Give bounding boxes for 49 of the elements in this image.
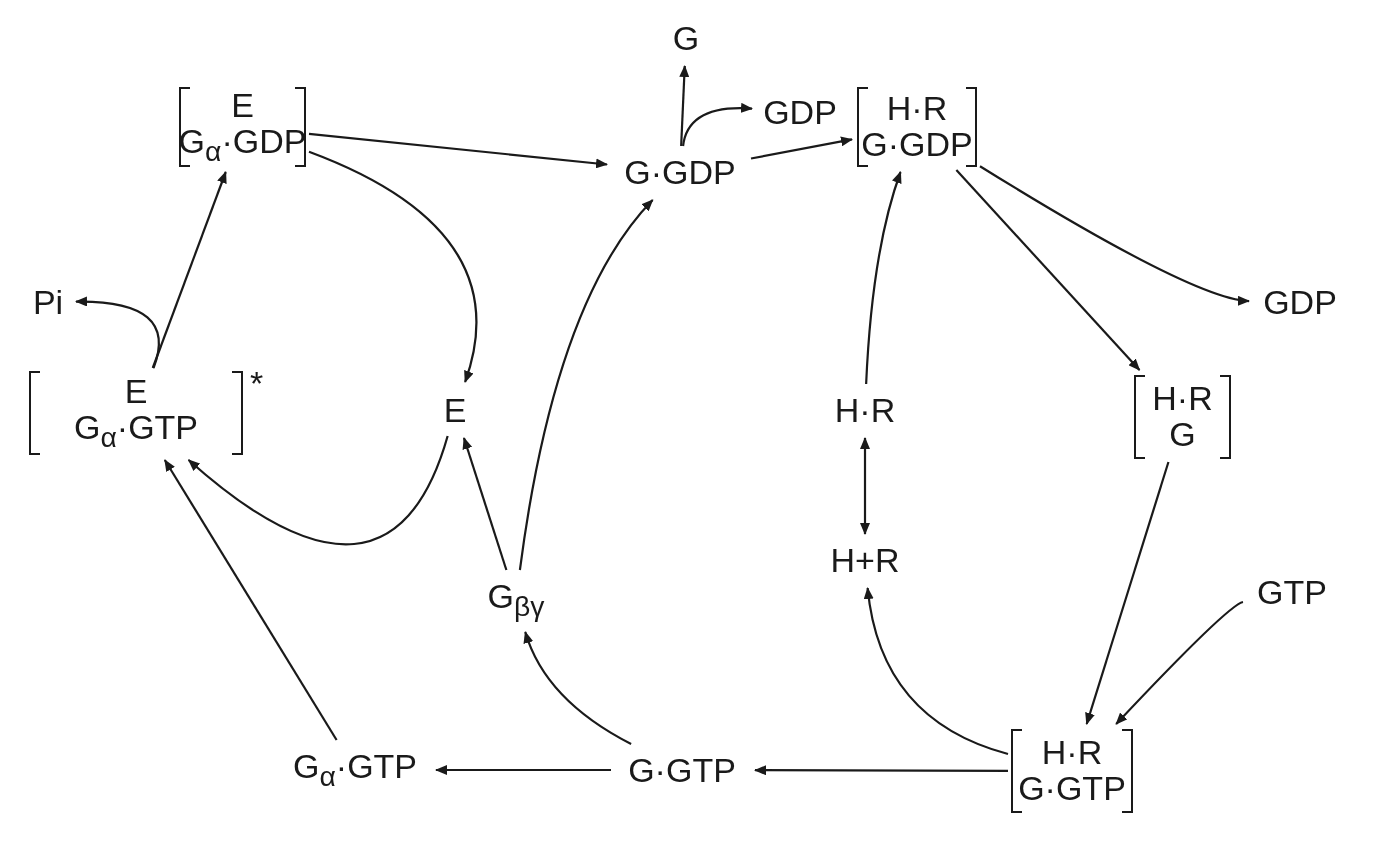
arrow [865, 171, 902, 385]
arrow [308, 132, 608, 169]
arrow [864, 587, 1009, 756]
node-label: G·GTP [625, 751, 739, 789]
arrow [754, 765, 1008, 776]
complex-label: H·R [1152, 381, 1213, 417]
complex-label: H·R [1041, 735, 1103, 771]
arrow [163, 459, 338, 741]
complex-label: G [1169, 417, 1196, 453]
node-label: GDP [1260, 283, 1340, 321]
arrow [955, 169, 1141, 371]
bracketed-complex [858, 88, 976, 166]
arrow [75, 296, 160, 369]
arrow [462, 437, 508, 571]
arrow [681, 103, 753, 147]
node-label: G·GDP [621, 153, 739, 191]
node-label: GTP [1254, 573, 1330, 611]
arrow [308, 150, 478, 383]
complex-label: E [124, 373, 148, 410]
node-label: Pi [29, 283, 67, 321]
bracketed-complex [180, 88, 305, 166]
complex-label: E [231, 87, 254, 124]
arrow [187, 435, 449, 545]
arrow [151, 171, 227, 369]
node-label: E [440, 391, 470, 429]
asterisk: * [250, 366, 264, 400]
arrow [979, 165, 1250, 305]
node-label: G$_{βγ}$ [484, 577, 548, 623]
arrow [860, 437, 870, 535]
arrow [679, 65, 690, 147]
arrow [435, 765, 611, 775]
node-label: H+R [827, 541, 903, 579]
node-label: G [669, 19, 703, 57]
node-label: G$_{α}$·GTP [289, 747, 421, 793]
node-label: GDP [760, 93, 840, 131]
node-label: H·R [831, 391, 899, 429]
arrow [524, 631, 632, 745]
complex-label: H·R [886, 91, 948, 127]
bracketed-complex [30, 372, 242, 454]
arrow [1115, 600, 1244, 725]
complex-label: G·GTP [1018, 771, 1126, 807]
arrow [518, 199, 654, 571]
bracketed-complex [1012, 730, 1132, 812]
complex-label: G$_{α}$·GTP [73, 409, 199, 453]
arrow [1085, 461, 1170, 725]
complex-label: G$_{α}$·GDP [178, 123, 307, 167]
bracketed-complex [1135, 376, 1230, 458]
arrow [750, 136, 853, 160]
complex-label: G·GDP [861, 127, 973, 163]
